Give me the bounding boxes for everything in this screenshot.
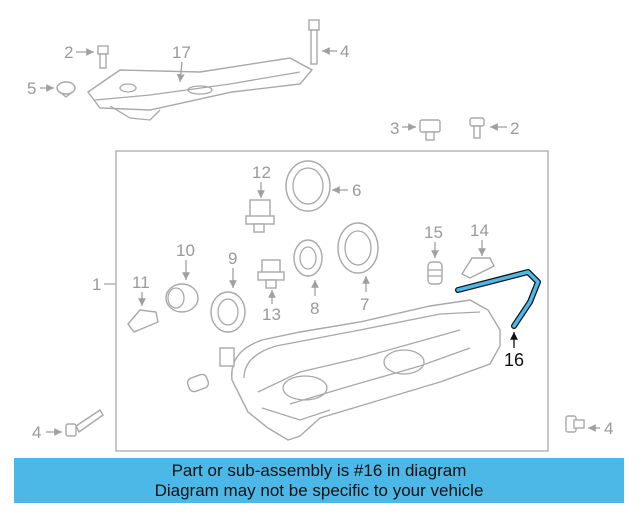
label-16: 16 [504, 350, 524, 370]
bracket-part-17 [87, 57, 314, 121]
bolt-part-4-left [65, 409, 104, 437]
socket-part-10 [165, 283, 199, 313]
grommet-small [186, 373, 210, 393]
ring-part-9 [210, 291, 246, 333]
label-5: 5 [27, 79, 36, 98]
cover-part-6 [285, 160, 331, 212]
bulb-part-13 [257, 259, 285, 289]
info-banner: Part or sub-assembly is #16 in diagram D… [14, 458, 624, 503]
label-4a: 4 [340, 42, 349, 61]
clip-part-5 [56, 81, 76, 98]
label-12: 12 [252, 163, 271, 182]
label-14: 14 [470, 221, 489, 240]
label-3: 3 [390, 119, 399, 138]
label-15: 15 [424, 223, 443, 242]
label-6: 6 [352, 181, 361, 200]
label-2a: 2 [64, 43, 73, 62]
label-11: 11 [132, 273, 150, 292]
bolt-part-2-right [469, 117, 485, 139]
label-2b: 2 [510, 119, 519, 138]
label-1: 1 [92, 275, 101, 294]
label-7: 7 [360, 295, 369, 314]
bolt-part-4-top [308, 19, 320, 65]
bolt-part-4-right [565, 415, 585, 433]
nut-part-3 [419, 119, 441, 141]
cap-part-8 [293, 239, 323, 277]
bulb-part-12 [245, 199, 275, 233]
holder-part-11 [127, 309, 159, 333]
label-4b: 4 [32, 423, 41, 442]
label-9: 9 [228, 249, 237, 268]
banner-line-2: Diagram may not be specific to your vehi… [154, 481, 484, 500]
clip-part-14 [460, 257, 495, 279]
label-8: 8 [310, 299, 319, 318]
label-13: 13 [262, 305, 281, 324]
ring-part-7 [337, 222, 379, 274]
bolt-part-2-top-left [97, 45, 109, 69]
label-10: 10 [176, 241, 195, 260]
headlamp-housing [219, 299, 501, 441]
label-4c: 4 [604, 419, 613, 438]
banner-line-1: Part or sub-assembly is #16 in diagram [171, 461, 467, 480]
assembly-frame [115, 150, 549, 452]
label-17: 17 [172, 43, 191, 62]
grommet-part-15 [427, 261, 443, 285]
